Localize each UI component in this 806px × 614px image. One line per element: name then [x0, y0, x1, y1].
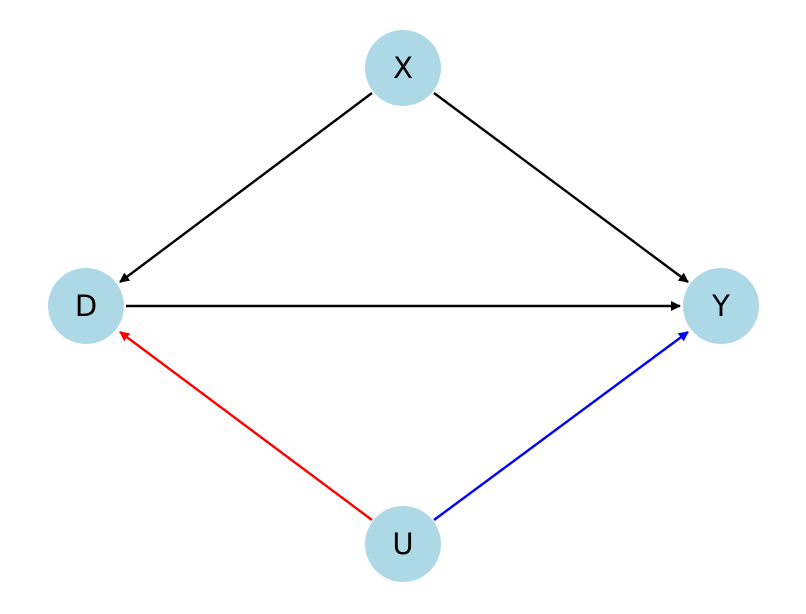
- node-d-label: D: [75, 289, 97, 323]
- edge-u-to-y: [433, 331, 689, 521]
- node-x: X: [365, 30, 441, 106]
- node-x-label: X: [393, 51, 413, 85]
- edge-x-to-y: [433, 92, 689, 283]
- node-y-circle: [683, 268, 759, 344]
- node-u-circle: [365, 506, 441, 582]
- node-x-circle: [365, 30, 441, 106]
- node-u: U: [365, 506, 441, 582]
- node-d-circle: [48, 268, 124, 344]
- node-u-label: U: [392, 527, 413, 561]
- node-y-label: Y: [711, 289, 730, 323]
- node-y: Y: [683, 268, 759, 344]
- edge-x-to-d: [119, 92, 373, 283]
- edge-u-to-d: [119, 331, 373, 521]
- node-d: D: [48, 268, 124, 344]
